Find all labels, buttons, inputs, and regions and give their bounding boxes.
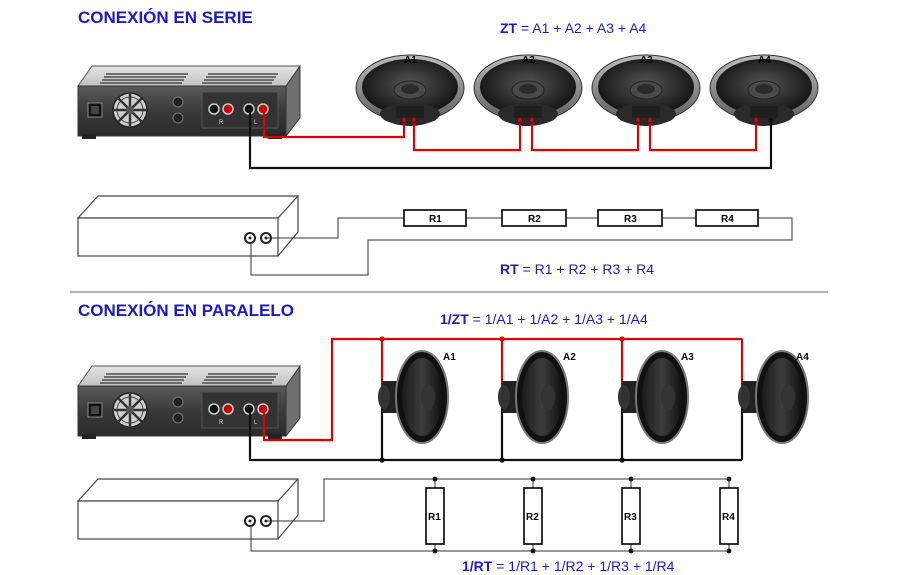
series-section-title: CONEXIÓN EN SERIE <box>78 8 253 27</box>
parallel-resistor-bottom-wire <box>250 527 729 552</box>
parallel-resistor-r3 <box>621 487 641 545</box>
parallel-speaker-a2 <box>497 350 569 444</box>
parallel-resistor-label-r2: R2 <box>526 512 539 523</box>
series-resistor-formula: RT = R1 + R2 + R3 + R4 <box>500 261 654 277</box>
series-speaker-label-a2: A2 <box>522 55 535 66</box>
parallel-section-title: CONEXIÓN EN PARALELO <box>78 301 294 320</box>
parallel-red-drops <box>380 339 744 390</box>
series-resistor-r4 <box>695 209 759 227</box>
series-resistor-wire-return <box>250 217 793 276</box>
parallel-speaker-a3 <box>617 350 689 444</box>
series-red-wire-amp-a1 <box>262 110 406 139</box>
parallel-resistor-r4 <box>719 487 739 545</box>
parallel-speaker-a1 <box>377 350 449 444</box>
parallel-resistor-r2 <box>523 487 543 545</box>
series-amplifier-outline <box>77 195 299 257</box>
series-resistor-wire-in <box>266 217 404 239</box>
series-resistor-formula-lhs: RT <box>500 261 519 277</box>
parallel-resistor-r1 <box>425 487 445 545</box>
series-amplifier <box>76 64 302 141</box>
series-speaker-formula: ZT = A1 + A2 + A3 + A4 <box>500 20 647 36</box>
parallel-black-drops <box>380 404 744 460</box>
parallel-black-bus-wire <box>248 410 742 462</box>
series-speaker-formula-lhs: ZT <box>500 20 518 36</box>
series-resistor-r3 <box>597 209 663 227</box>
parallel-resistor-formula-rhs: = 1/R1 + 1/R2 + 1/R3 + 1/R4 <box>492 558 674 574</box>
series-resistor-label-r1: R1 <box>429 214 442 225</box>
parallel-amplifier <box>76 364 302 441</box>
series-resistor-r1 <box>403 209 467 227</box>
parallel-speaker-label-a2: A2 <box>563 352 576 363</box>
parallel-speaker-a4 <box>737 350 809 444</box>
series-red-wire-a1-a2 <box>412 120 522 152</box>
series-resistor-r2 <box>501 209 567 227</box>
series-red-wire-a3-a4 <box>648 120 758 152</box>
parallel-resistor-label-r3: R3 <box>624 512 637 523</box>
series-speaker-label-a4: A4 <box>758 55 771 66</box>
parallel-resistor-label-r4: R4 <box>722 512 735 523</box>
series-speaker-formula-rhs: = A1 + A2 + A3 + A4 <box>517 20 646 36</box>
parallel-resistor-top-wire <box>266 478 729 522</box>
series-resistor-label-r3: R3 <box>624 214 637 225</box>
series-resistor-label-r4: R4 <box>721 214 734 225</box>
parallel-speaker-formula-lhs: 1/ZT <box>440 311 469 327</box>
parallel-amplifier-outline <box>77 478 299 540</box>
series-speaker-label-a3: A3 <box>640 55 653 66</box>
series-speaker-label-a1: A1 <box>404 55 417 66</box>
parallel-speaker-label-a4: A4 <box>796 352 809 363</box>
series-resistor-formula-rhs: = R1 + R2 + R3 + R4 <box>519 261 655 277</box>
parallel-resistor-label-r1: R1 <box>428 512 441 523</box>
parallel-speaker-formula: 1/ZT = 1/A1 + 1/A2 + 1/A3 + 1/A4 <box>440 311 648 327</box>
parallel-resistor-formula: 1/RT = 1/R1 + 1/R2 + 1/R3 + 1/R4 <box>462 558 675 574</box>
parallel-red-bus-wire <box>262 337 742 442</box>
parallel-speaker-formula-rhs: = 1/A1 + 1/A2 + 1/A3 + 1/A4 <box>469 311 648 327</box>
series-resistor-label-r2: R2 <box>528 214 541 225</box>
parallel-resistor-formula-lhs: 1/RT <box>462 558 493 574</box>
parallel-speaker-label-a3: A3 <box>681 352 694 363</box>
series-red-wire-a2-a3 <box>530 120 640 152</box>
series-black-return-wire <box>248 110 773 170</box>
parallel-speaker-label-a1: A1 <box>443 352 456 363</box>
